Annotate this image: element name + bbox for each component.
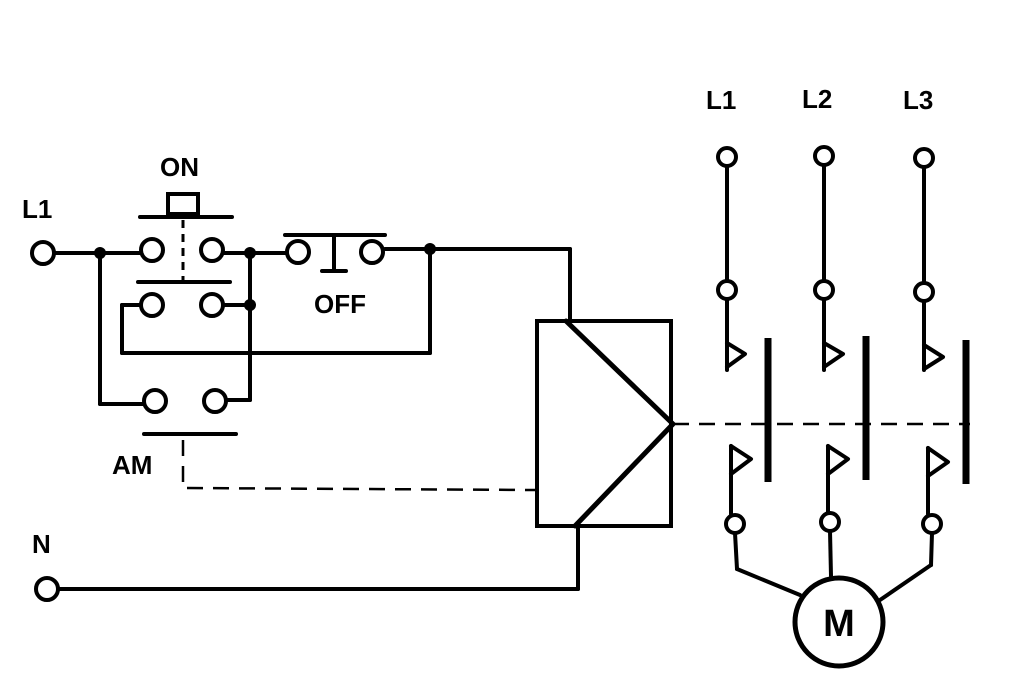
- motor-label: M: [823, 603, 855, 645]
- junction-dot: [244, 299, 256, 311]
- phase-2-label: L2: [802, 84, 832, 114]
- on-button-label: ON: [160, 152, 199, 182]
- junction-dot: [244, 247, 256, 259]
- phase-2-line: [813, 145, 870, 578]
- junction-dot: [94, 247, 106, 259]
- phase-3-line: [878, 147, 970, 602]
- phase-1-line: [716, 146, 802, 597]
- contactor-coil: [535, 318, 676, 529]
- phase-1-label: L1: [706, 85, 736, 115]
- motor-symbol: [792, 575, 886, 669]
- am-mechanical-link: [181, 440, 537, 492]
- neutral-terminal: [34, 576, 60, 602]
- off-button-label: OFF: [314, 289, 366, 319]
- aux-contact-am: [142, 388, 238, 436]
- aux-contact-label: AM: [112, 450, 152, 480]
- neutral-label: N: [32, 529, 51, 559]
- junction-dot: [424, 243, 436, 255]
- phase-3-label: L3: [903, 85, 933, 115]
- on-pushbutton: [136, 192, 234, 284]
- control-line-terminal: [30, 240, 56, 266]
- off-pushbutton: [283, 233, 387, 273]
- hold-contact: [139, 292, 225, 318]
- control-line-label: L1: [22, 194, 52, 224]
